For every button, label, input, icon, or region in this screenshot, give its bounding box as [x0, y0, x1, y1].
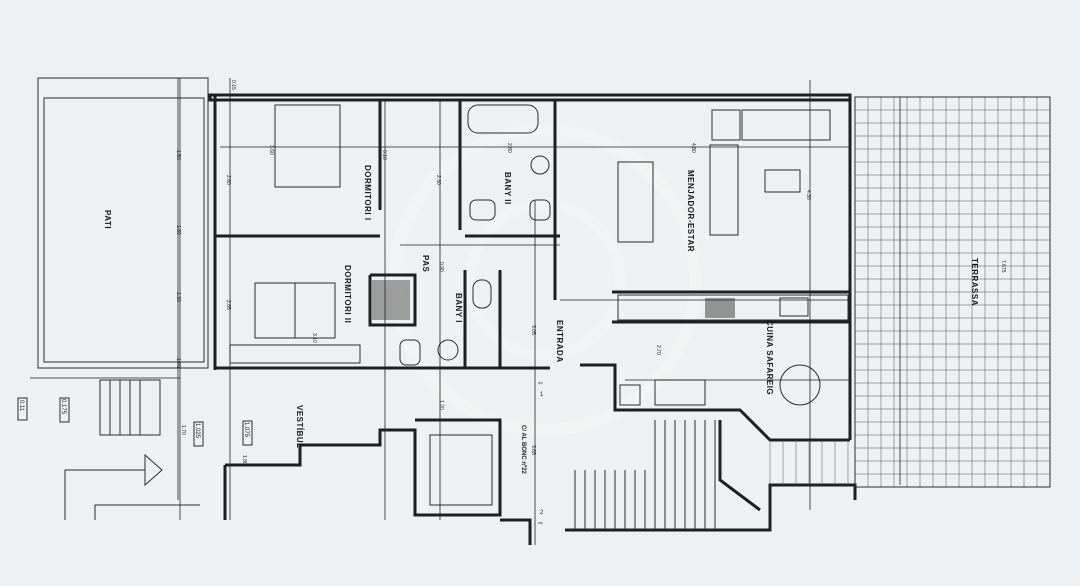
room-labels: PATI DORMITORI I DORMITORI II BANY II BA… [103, 165, 979, 475]
pati-area [30, 77, 209, 520]
room-label-menjador-estar: MENJADOR-ESTAR [686, 170, 695, 252]
coffee-table [764, 169, 801, 193]
toilet-icon [472, 279, 492, 309]
terrassa-outline [854, 96, 1051, 488]
dimension-label: 2.30 [435, 175, 441, 185]
dimension-label: 1.70 [180, 425, 186, 435]
entry-arrow-icon: ⇨ [538, 521, 543, 527]
sofa [709, 144, 739, 236]
room-label-entrada: ENTRADA [555, 320, 564, 363]
dining-table [617, 161, 654, 243]
level-label: 0.175 [60, 399, 66, 415]
dimension-label: 4.80 [690, 143, 696, 153]
dimension-label: 2.85 [225, 300, 231, 310]
staircase [574, 420, 716, 530]
sink-icon [437, 339, 459, 361]
level-label: 1.075 [243, 422, 249, 438]
dimension-label: 7.675 [1000, 260, 1006, 273]
washer-icon [619, 384, 641, 406]
dimension-label: 3.60 [268, 145, 274, 155]
entry-arrow-icon: ⇦ [538, 381, 543, 387]
dimension-label: 2.80 [225, 175, 231, 185]
double-bed [274, 104, 341, 188]
dimension-label: 3.10 [311, 333, 317, 343]
dimension-label: 1.80 [241, 455, 247, 465]
bathtub-icon [467, 104, 539, 134]
dimension-label: 0.90 [438, 262, 444, 272]
dimension-label: 1.30 [175, 292, 181, 302]
dimension-labels: 3.60 2.80 1.50 1.80 1.30 1.40 2.85 3.10 … [175, 80, 1006, 465]
dimension-label: 4.30 [805, 190, 811, 200]
room-label-pati: PATI [103, 210, 112, 229]
kitchen-sink-icon [779, 297, 809, 317]
dimension-label: 0.15 [230, 80, 236, 90]
armchair [711, 109, 741, 141]
dimension-lines [179, 78, 901, 545]
sink-icon [530, 155, 550, 175]
kitchen-counter [617, 294, 849, 321]
room-label-vestibul: VESTÍBUL [295, 405, 304, 449]
stove-icon [705, 298, 735, 318]
entry-marker-label: 1 [540, 392, 544, 398]
room-label-terrassa: TERRASSA [970, 258, 979, 306]
room-label-bany-2: BANY II [503, 172, 512, 205]
dimension-label: 1.80 [175, 225, 181, 235]
round-table [779, 364, 821, 406]
room-label-dormitori-2: DORMITORI II [343, 265, 352, 323]
level-label: 0.11 [18, 400, 24, 412]
room-label-pas: PAS [421, 255, 430, 273]
toilet-icon [469, 199, 496, 221]
dimension-label: 0.10 [381, 150, 387, 160]
lift-shaft [429, 434, 493, 506]
dimension-label: 2.70 [655, 345, 661, 355]
dimension-label: 1.50 [175, 150, 181, 160]
toilet-icon [399, 339, 421, 366]
level-label: 1.025 [194, 423, 200, 439]
room-label-dormitori-1: DORMITORI I [363, 165, 372, 221]
dimension-label: 1.40 [175, 358, 181, 368]
sofa [741, 109, 831, 141]
dimension-label: 3.65 [530, 445, 536, 455]
room-label-cuina-safareig: CUINA SAFAREIG [765, 320, 774, 395]
dimension-label: 2.80 [506, 143, 512, 153]
dimension-label: 1.20 [438, 400, 444, 410]
level-markers: 0.11 0.175 1.025 1.075 [17, 397, 253, 447]
bidet-icon [529, 199, 551, 221]
entry-markers: ⇦ 1 2 ⇨ [538, 381, 544, 527]
dimension-label: 3.05 [530, 325, 536, 335]
entry-marker-label: 2 [540, 510, 544, 516]
room-label-bany-1: BANY I [454, 293, 463, 323]
street-address-label: C/ AL BONC nº22 [520, 425, 526, 475]
shower-tray [372, 280, 410, 320]
